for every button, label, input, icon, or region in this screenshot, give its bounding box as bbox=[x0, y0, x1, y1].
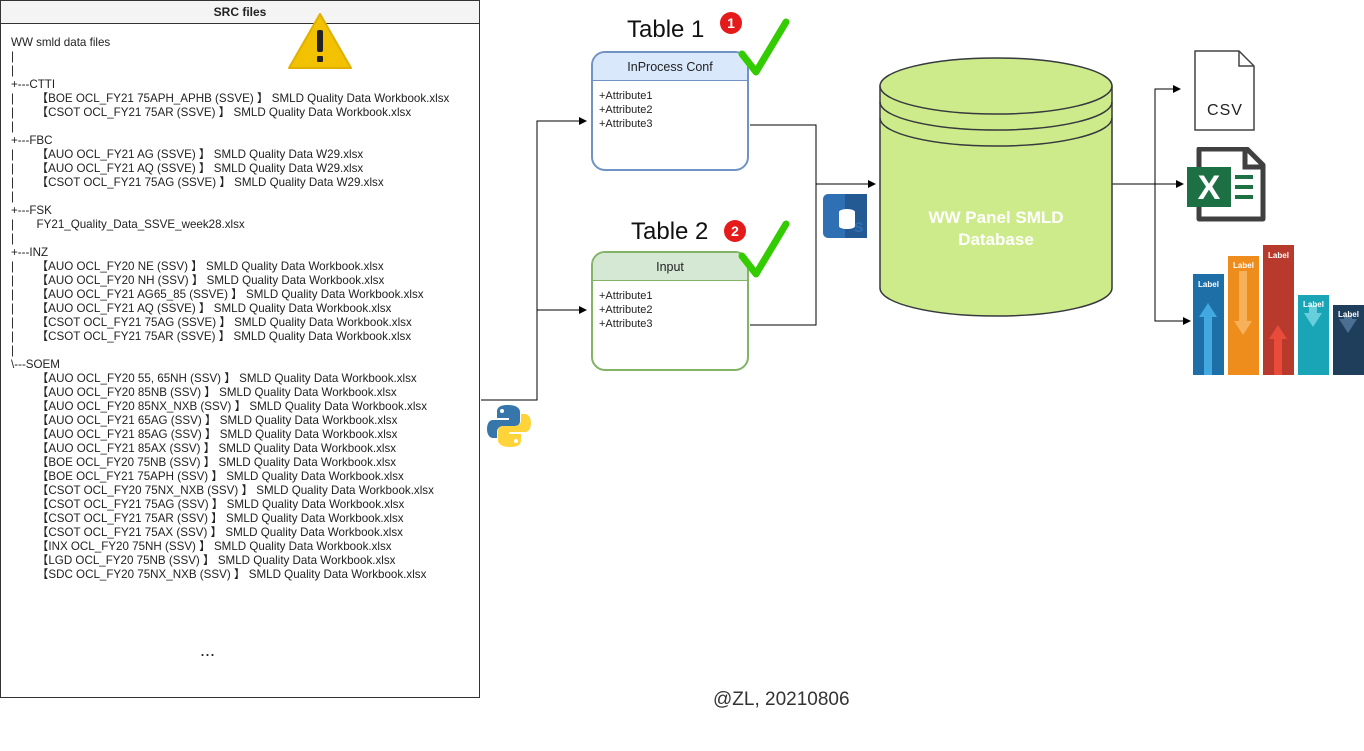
check-mark-icon bbox=[738, 220, 790, 278]
author-credit: @ZL, 20210806 bbox=[713, 689, 850, 710]
connector-src-table1 bbox=[481, 117, 587, 401]
file-tree-line: | bbox=[11, 344, 15, 357]
table1-step-badge: 1 bbox=[720, 12, 742, 34]
file-tree-line: +---FBC bbox=[11, 134, 53, 147]
file-tree-line: 【AUO OCL_FY21 85AX (SSV) 】 SMLD Quality … bbox=[11, 442, 397, 455]
file-tree-line: 【CSOT OCL_FY21 75AG (SSV) 】 SMLD Quality… bbox=[11, 498, 405, 511]
file-tree-line: 【AUO OCL_FY21 65AG (SSV) 】 SMLD Quality … bbox=[11, 414, 398, 427]
bar-label: Label bbox=[1233, 261, 1254, 270]
file-tree-line: | 【AUO OCL_FY21 AG65_85 (SSVE) 】 SMLD Qu… bbox=[11, 288, 424, 301]
src-files-panel: SRC files WW smld data files||+---CTTI| … bbox=[0, 0, 480, 698]
table2-attribute: +Attribute1 bbox=[599, 290, 653, 302]
database-label-line2: Database bbox=[958, 230, 1034, 249]
bar-label: Label bbox=[1198, 280, 1219, 289]
file-tree-line: +---CTTI bbox=[11, 78, 56, 91]
table2-entity: Input +Attribute1 +Attribute2 +Attribute… bbox=[591, 251, 749, 371]
excel-file-icon: X bbox=[1187, 147, 1266, 222]
table1-attribute: +Attribute3 bbox=[599, 118, 653, 130]
file-tree-line: 【AUO OCL_FY20 85NX_NXB (SSV) 】 SMLD Qual… bbox=[11, 400, 428, 413]
table2-header: Input bbox=[593, 253, 747, 281]
python-logo-icon bbox=[487, 405, 531, 447]
file-tree-line: | bbox=[11, 64, 15, 77]
file-tree-line: 【INX OCL_FY20 75NH (SSV) 】 SMLD Quality … bbox=[11, 540, 392, 553]
file-tree: WW smld data files||+---CTTI| 【BOE OCL_F… bbox=[11, 36, 449, 582]
file-tree-line: 【AUO OCL_FY21 85AG (SSV) 】 SMLD Quality … bbox=[11, 428, 398, 441]
table1-title: Table 1 bbox=[627, 16, 705, 43]
file-tree-line: 【CSOT OCL_FY20 75NX_NXB (SSV) 】 SMLD Qua… bbox=[11, 484, 434, 497]
file-tree-line: | bbox=[11, 50, 15, 63]
file-tree-line: | 【CSOT OCL_FY21 75AG (SSVE) 】 SMLD Qual… bbox=[11, 176, 384, 189]
file-tree-line: 【CSOT OCL_FY21 75AX (SSV) 】 SMLD Quality… bbox=[11, 526, 403, 539]
file-tree-line: | bbox=[11, 190, 15, 203]
file-tree-line: +---INZ bbox=[11, 246, 49, 259]
file-tree-line: 【AUO OCL_FY20 85NB (SSV) 】 SMLD Quality … bbox=[11, 386, 397, 399]
bar-label: Label bbox=[1338, 310, 1359, 319]
table1-header: InProcess Conf bbox=[593, 53, 747, 81]
bar-chart-icon bbox=[1193, 245, 1364, 375]
file-tree-line: 【SDC OCL_FY20 75NX_NXB (SSV) 】 SMLD Qual… bbox=[11, 568, 427, 581]
table2-step-badge: 2 bbox=[724, 220, 746, 242]
table1-attribute: +Attribute2 bbox=[599, 104, 653, 116]
table1-entity: InProcess Conf +Attribute1 +Attribute2 +… bbox=[591, 51, 749, 171]
connector-db-outputs bbox=[1112, 85, 1181, 185]
database-label-line1: WW Panel SMLD bbox=[928, 208, 1064, 227]
warning-triangle-icon bbox=[288, 13, 352, 69]
file-tree-line: 【BOE OCL_FY20 75NB (SSV) 】 SMLD Quality … bbox=[11, 456, 397, 469]
bar-label: Label bbox=[1268, 251, 1289, 260]
table2-attribute: +Attribute3 bbox=[599, 318, 653, 330]
check-mark-icon bbox=[738, 18, 790, 76]
csv-file-icon bbox=[1194, 50, 1255, 131]
file-tree-line: | 【AUO OCL_FY20 NH (SSV) 】 SMLD Quality … bbox=[11, 274, 385, 287]
excel-letter: X bbox=[1198, 169, 1221, 207]
src-files-title: SRC files bbox=[1, 1, 479, 24]
connector-table1-db bbox=[750, 124, 876, 188]
more-ellipsis: ... bbox=[200, 640, 216, 660]
csv-label: CSV bbox=[1207, 102, 1243, 119]
file-tree-line: | bbox=[11, 232, 15, 245]
connector-table2-db bbox=[750, 184, 817, 326]
file-tree-line: 【AUO OCL_FY20 55, 65NH (SSV) 】 SMLD Qual… bbox=[11, 372, 417, 385]
file-tree-line: | 【AUO OCL_FY20 NE (SSV) 】 SMLD Quality … bbox=[11, 260, 384, 273]
file-tree-line: WW smld data files bbox=[11, 36, 111, 49]
file-tree-line: | 【AUO OCL_FY21 AG (SSVE) 】 SMLD Quality… bbox=[11, 148, 364, 161]
bar-label: Label bbox=[1303, 300, 1324, 309]
file-tree-line: | 【AUO OCL_FY21 AQ (SSVE) 】 SMLD Quality… bbox=[11, 302, 392, 315]
database-cylinder bbox=[879, 57, 1113, 317]
file-tree-line: 【LGD OCL_FY20 75NB (SSV) 】 SMLD Quality … bbox=[11, 554, 396, 567]
file-tree-line: | 【CSOT OCL_FY21 75AR (SSVE) 】 SMLD Qual… bbox=[11, 330, 412, 343]
database-label: WW Panel SMLD Database bbox=[880, 207, 1112, 251]
table2-attribute: +Attribute2 bbox=[599, 304, 653, 316]
file-tree-line: 【CSOT OCL_FY21 75AR (SSV) 】 SMLD Quality… bbox=[11, 512, 404, 525]
file-tree-line: | 【AUO OCL_FY21 AQ (SSVE) 】 SMLD Quality… bbox=[11, 162, 364, 175]
file-tree-line: | 【CSOT OCL_FY21 75AG (SSVE) 】 SMLD Qual… bbox=[11, 316, 412, 329]
svg-text:S: S bbox=[854, 219, 863, 235]
file-tree-line: +---FSK bbox=[11, 204, 52, 217]
file-tree-line: | bbox=[11, 120, 15, 133]
file-tree-line: | FY21_Quality_Data_SSVE_week28.xlsx bbox=[11, 218, 245, 231]
connector-db-chart bbox=[1154, 184, 1191, 325]
table1-attribute: +Attribute1 bbox=[599, 90, 653, 102]
table2-title: Table 2 bbox=[631, 218, 709, 245]
file-tree-line: \---SOEM bbox=[11, 358, 60, 371]
file-tree-line: | 【CSOT OCL_FY21 75AR (SSVE) 】 SMLD Qual… bbox=[11, 106, 412, 119]
file-tree-line: | 【BOE OCL_FY21 75APH_APHB (SSVE) 】 SMLD… bbox=[11, 92, 450, 105]
sql-database-icon: S bbox=[823, 194, 867, 238]
file-tree-line: 【BOE OCL_FY21 75APH (SSV) 】 SMLD Quality… bbox=[11, 470, 404, 483]
